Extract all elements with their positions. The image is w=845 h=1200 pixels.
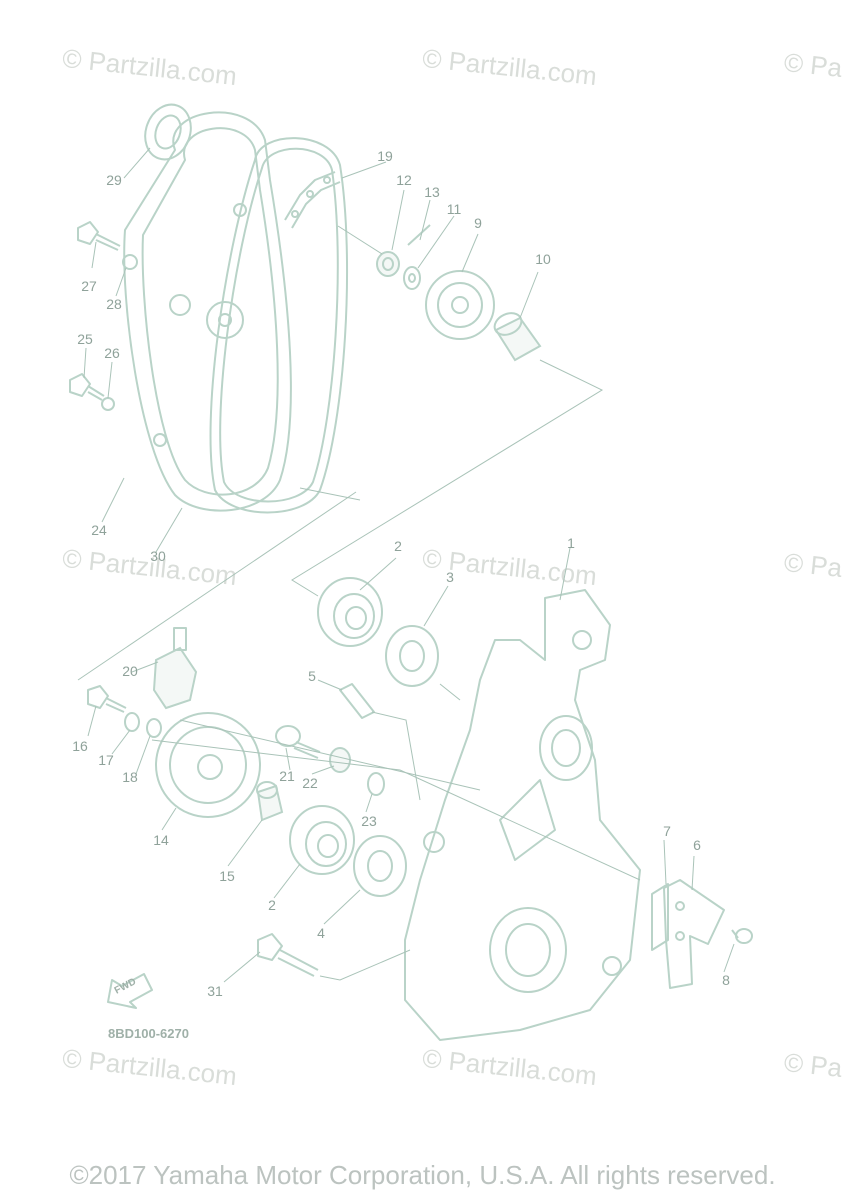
callout-2: 2 xyxy=(268,897,276,913)
washer-11 xyxy=(403,266,421,290)
callout-22: 22 xyxy=(302,775,318,791)
sprocket-9 xyxy=(425,270,495,340)
gasket xyxy=(209,137,349,514)
collar-15 xyxy=(256,781,284,822)
callout-19: 19 xyxy=(377,148,393,164)
callout-7: 7 xyxy=(663,823,671,839)
chain xyxy=(284,171,341,229)
callout-17: 17 xyxy=(98,752,114,768)
washer-18 xyxy=(146,718,162,738)
copyright-notice: ©2017 Yamaha Motor Corporation, U.S.A. A… xyxy=(69,1160,776,1190)
collar-10 xyxy=(493,312,542,362)
callout-27: 27 xyxy=(81,278,97,294)
callout-4: 4 xyxy=(317,925,325,941)
plate-6 xyxy=(663,879,725,989)
bolt-25 xyxy=(69,373,115,411)
callout-16: 16 xyxy=(72,738,88,754)
bolt-16 xyxy=(87,685,127,713)
bolt-5 xyxy=(339,683,375,719)
callout-9: 9 xyxy=(474,215,482,231)
oil-seal-4 xyxy=(353,835,407,897)
callout-24: 24 xyxy=(91,522,107,538)
tensioner-20 xyxy=(152,627,198,710)
callout-23: 23 xyxy=(361,813,377,829)
oil-seal-3 xyxy=(385,625,439,687)
callout-13: 13 xyxy=(424,184,440,200)
callout-30: 30 xyxy=(150,548,166,564)
callout-26: 26 xyxy=(104,345,120,361)
callout-29: 29 xyxy=(106,172,122,188)
callout-14: 14 xyxy=(153,832,169,848)
callout-15: 15 xyxy=(219,868,235,884)
washer-23 xyxy=(367,772,385,796)
callout-5: 5 xyxy=(308,668,316,684)
collar-12 xyxy=(376,251,400,277)
callout-1: 1 xyxy=(567,535,575,551)
callout-12: 12 xyxy=(396,172,412,188)
callout-2: 2 xyxy=(394,538,402,554)
bolt-31 xyxy=(257,933,319,977)
sprocket-14 xyxy=(155,712,261,818)
oil-seal-29 xyxy=(144,103,192,161)
bearing-2-lower xyxy=(289,805,355,875)
gasket-7 xyxy=(651,883,669,951)
callout-10: 10 xyxy=(535,251,551,267)
chain-case-housing xyxy=(404,589,641,1041)
bolt-27 xyxy=(77,221,138,270)
callout-21: 21 xyxy=(279,768,295,784)
fwd-arrow-icon xyxy=(107,973,153,1009)
callout-31: 31 xyxy=(207,983,223,999)
collar-22 xyxy=(329,747,351,773)
callout-25: 25 xyxy=(77,331,93,347)
callout-6: 6 xyxy=(693,837,701,853)
callout-28: 28 xyxy=(106,296,122,312)
washer-17 xyxy=(124,712,140,732)
callout-18: 18 xyxy=(122,769,138,785)
callout-11: 11 xyxy=(446,201,462,217)
callout-3: 3 xyxy=(446,569,454,585)
leader-lines xyxy=(77,147,735,983)
callout-8: 8 xyxy=(722,972,730,988)
callout-20: 20 xyxy=(122,663,138,679)
diagram-code: 8BD100-6270 xyxy=(108,1026,189,1041)
bolt-21 xyxy=(275,725,321,759)
chain-case-cover xyxy=(123,111,292,512)
pin-13 xyxy=(407,224,431,246)
bearing-2-upper xyxy=(317,577,383,647)
bolt-8 xyxy=(731,928,753,944)
